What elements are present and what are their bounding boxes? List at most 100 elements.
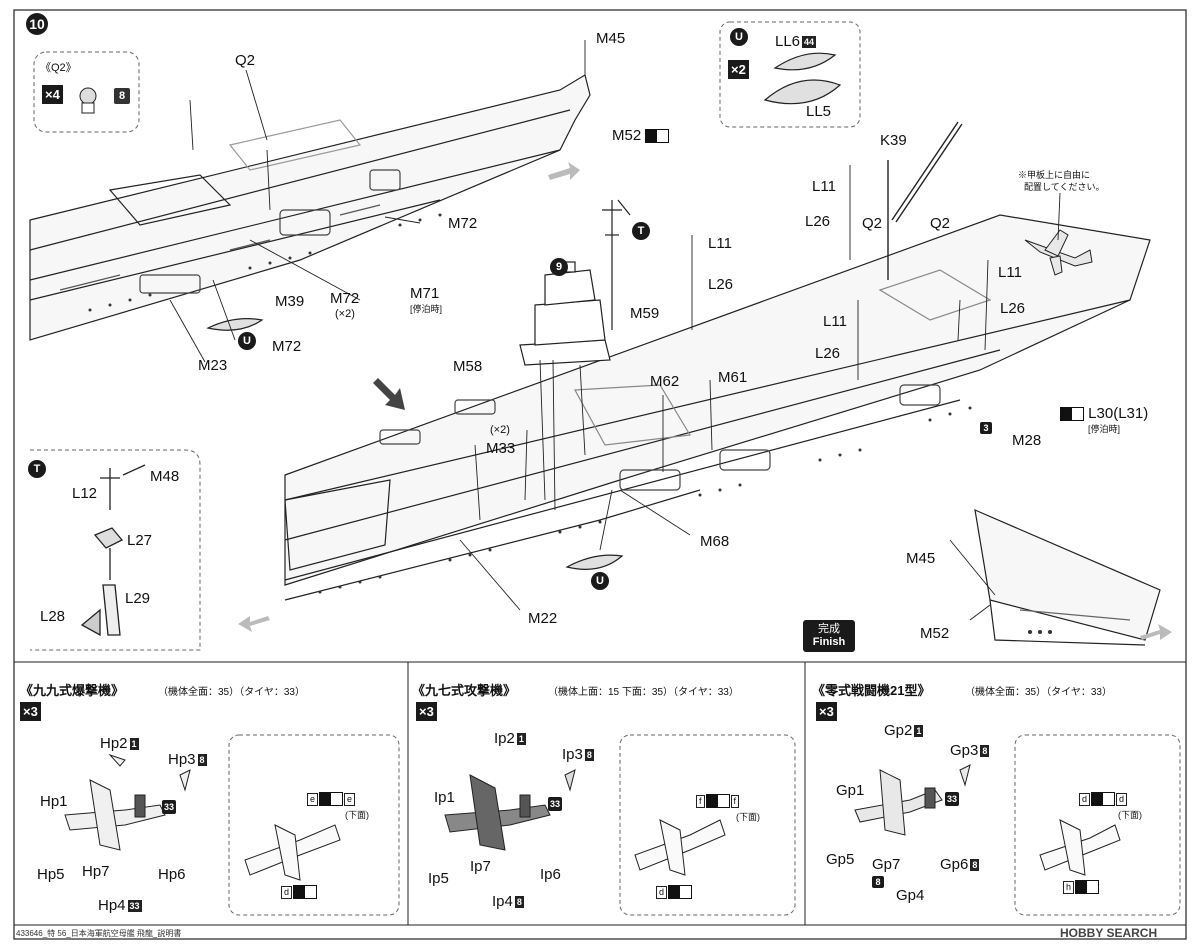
panel-2-p6: Ip6 bbox=[540, 866, 561, 883]
panel-1-title: 《九九式爆撃機》 bbox=[20, 683, 125, 698]
aircraft-3 bbox=[854, 764, 971, 836]
u-multiplier: ×2 bbox=[728, 60, 749, 79]
label-m61: M61 bbox=[718, 369, 748, 386]
q2-multiplier: ×4 bbox=[42, 85, 63, 104]
label-m33-mult: (×2) bbox=[490, 424, 510, 436]
label-m72-c: M72 bbox=[272, 338, 302, 355]
decal-box-2 bbox=[619, 734, 796, 916]
q2-box-title: 《Q2》 bbox=[40, 62, 77, 74]
ll5-label: LL5 bbox=[806, 103, 832, 120]
panel-2-p7: Ip7 bbox=[470, 858, 491, 875]
decal-planes bbox=[244, 819, 1121, 881]
label-m71: M71 bbox=[410, 285, 440, 302]
sheet-border bbox=[13, 9, 1187, 940]
panel-3-paint: （機体全面：35）（タイヤ：33） bbox=[965, 687, 1112, 698]
label-m45-top: M45 bbox=[596, 30, 626, 47]
panel-2-decal-bottom: d bbox=[655, 885, 693, 899]
label-m58: M58 bbox=[453, 358, 483, 375]
panel-1-decal-under: (下面) bbox=[345, 810, 369, 820]
q2-detail-box bbox=[33, 51, 140, 133]
panel-3-title: 《零式戦闘機21型》 bbox=[812, 683, 931, 698]
label-l26-b: L26 bbox=[1000, 300, 1026, 317]
t-box-marker: T bbox=[28, 460, 46, 478]
u-detail-box bbox=[719, 21, 861, 128]
u-marker-main: U bbox=[591, 572, 609, 590]
panel-3-p5: Gp5 bbox=[826, 851, 855, 868]
t-detail-box bbox=[30, 449, 201, 651]
panel-2-body-ref: 33 bbox=[548, 797, 562, 811]
label-m62: M62 bbox=[650, 373, 680, 390]
mast bbox=[602, 199, 631, 330]
label-m71-note: [停泊時] bbox=[410, 304, 443, 314]
watermark: HOBBY SEARCH bbox=[1060, 926, 1158, 940]
hull-stern bbox=[974, 509, 1161, 646]
panel-2-multiplier: ×3 bbox=[416, 702, 437, 721]
portholes-left bbox=[88, 213, 442, 312]
label-m72-a: M72 bbox=[448, 215, 478, 232]
label-m52-top: M52 bbox=[612, 127, 670, 144]
crane bbox=[887, 121, 963, 280]
label-l26-d: L26 bbox=[708, 276, 734, 293]
footer-code: 433646_特 56_日本海軍航空母艦 飛龍_説明書 bbox=[16, 929, 182, 938]
portholes-main bbox=[318, 406, 972, 594]
panel-2-p5: Ip5 bbox=[428, 870, 449, 887]
panel-2-title: 《九七式攻撃機》 bbox=[412, 683, 517, 698]
label-m48: M48 bbox=[150, 468, 180, 485]
label-l11-b: L11 bbox=[998, 264, 1022, 281]
deck-note-line1: ※甲板上に自由に bbox=[1018, 170, 1091, 180]
label-l11-d: L11 bbox=[708, 235, 732, 252]
u-box-marker: U bbox=[730, 28, 748, 46]
panel-3-decal-under: (下面) bbox=[1118, 810, 1142, 820]
label-m72-b-mult: (×2) bbox=[335, 308, 355, 320]
label-m59: M59 bbox=[630, 305, 660, 322]
label-l26-a: L26 bbox=[805, 213, 831, 230]
panel-1-p1: Hp1 bbox=[40, 793, 68, 810]
label-l29: L29 bbox=[125, 590, 151, 607]
aircraft-2 bbox=[444, 769, 576, 851]
label-l11-c: L11 bbox=[823, 313, 847, 330]
label-l30-note: [停泊時] bbox=[1088, 424, 1121, 434]
panel-3-p7: Gp7 bbox=[872, 856, 901, 873]
label-q2-mid: Q2 bbox=[862, 215, 883, 232]
step-number-badge: 10 bbox=[26, 13, 48, 35]
panel-3-decal-bottom: h bbox=[1062, 880, 1100, 894]
panel-1-body-ref: 33 bbox=[162, 800, 176, 814]
m28-paint-ref: 3 bbox=[980, 422, 992, 434]
label-m68: M68 bbox=[700, 533, 730, 550]
label-m72-b: M72 bbox=[330, 290, 360, 307]
label-l30: L30(L31) bbox=[1060, 405, 1148, 422]
panel-2-p1: Ip1 bbox=[434, 789, 455, 806]
panel-3-p1: Gp1 bbox=[836, 782, 865, 799]
sub-assembly-9-marker: 9 bbox=[550, 258, 568, 276]
u-marker-left: U bbox=[238, 332, 256, 350]
aircraft-1 bbox=[64, 753, 191, 851]
label-m22: M22 bbox=[528, 610, 558, 627]
hull-main bbox=[284, 214, 1151, 601]
label-l28: L28 bbox=[40, 608, 66, 625]
flow-arrows bbox=[238, 162, 1172, 640]
panel-3-p4: Gp4 bbox=[896, 887, 925, 904]
panel-3-multiplier: ×3 bbox=[816, 702, 837, 721]
decal-box-3 bbox=[1014, 734, 1181, 916]
label-m45-bottom: M45 bbox=[906, 550, 936, 567]
island bbox=[519, 261, 611, 366]
label-m39: M39 bbox=[275, 293, 305, 310]
panel-1-p6: Hp6 bbox=[158, 866, 186, 883]
deck-aircraft bbox=[1024, 229, 1093, 276]
q2-paint-ref: 8 bbox=[114, 88, 130, 104]
label-m52-bottom: M52 bbox=[920, 625, 950, 642]
